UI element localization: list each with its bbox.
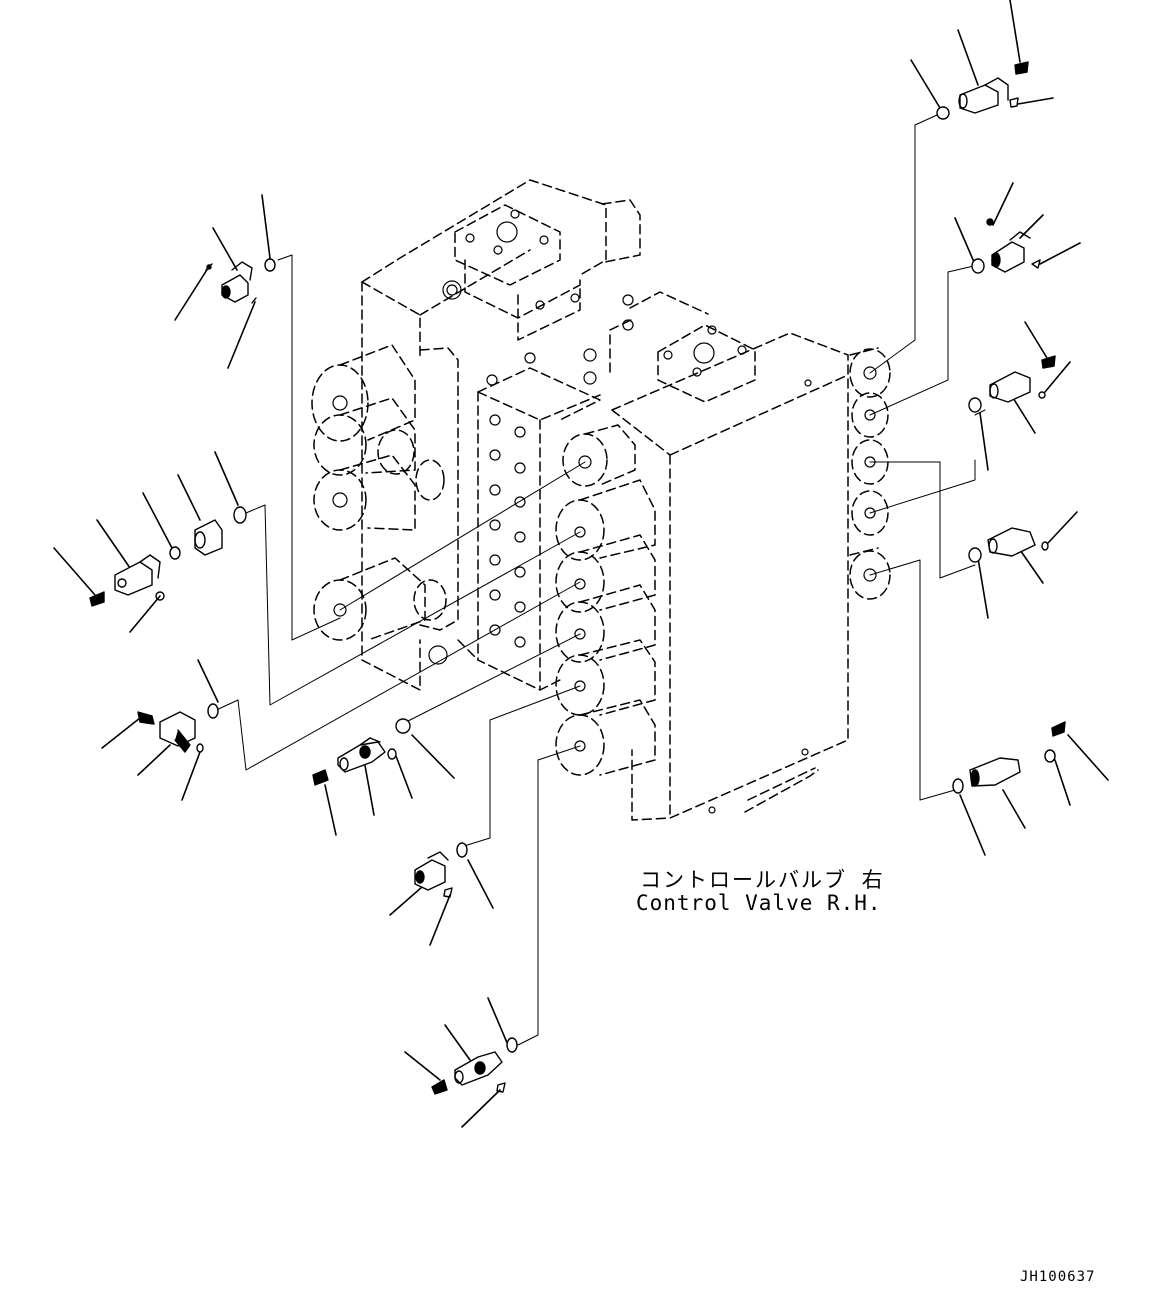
straight-adapter-right-lower — [952, 721, 1066, 794]
drawing-id: JH100637 — [1020, 1269, 1096, 1285]
elbow-fitting-center — [312, 718, 411, 786]
routing-lines — [211, 109, 986, 1046]
leader-lines — [53, 0, 1109, 1128]
elbow-fitting-lower-center — [414, 842, 468, 898]
elbow-fitting-right-upper — [971, 218, 1041, 274]
control-valve-body — [311, 179, 891, 821]
valve-face-details — [332, 209, 877, 814]
elbow-fitting-top-right — [936, 61, 1029, 120]
caption-japanese: コントロールバルブ 右 — [640, 868, 885, 892]
elbow-fitting-bottom — [431, 1037, 518, 1095]
elbow-fitting-top-left — [205, 258, 276, 304]
elbow-fitting-right-lower — [968, 527, 1049, 563]
fittings — [89, 61, 1066, 1095]
elbow-fitting-lower-left — [137, 703, 219, 753]
straight-adapter-middle-left — [89, 506, 247, 607]
elbow-fitting-right-middle — [968, 355, 1056, 413]
caption-english: Control Valve R.H. — [636, 891, 882, 915]
